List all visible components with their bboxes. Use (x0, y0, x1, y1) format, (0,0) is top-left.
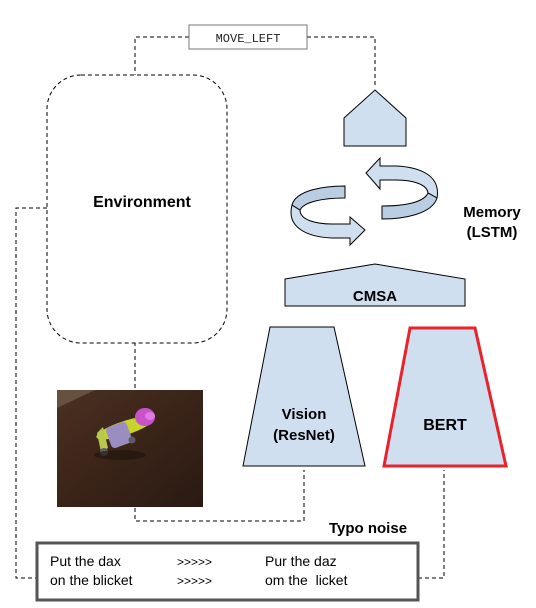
lstm-cycle-icon (290, 156, 438, 247)
memory-label-line2: (LSTM) (467, 224, 518, 241)
action-to-policy-line (307, 36, 376, 88)
cmsa-label: CMSA (353, 288, 397, 305)
typo-arrow-line2: >>>>> (177, 574, 212, 588)
observation-image (57, 390, 203, 507)
typo-original-line1: Put the dax (50, 553, 121, 569)
action-label: MOVE_LEFT (216, 32, 281, 46)
environment-to-typo-line (15, 207, 47, 579)
typo-noisy-line2: om the licket (265, 572, 348, 588)
policy-head (343, 89, 407, 147)
action-to-environment-line (134, 36, 189, 82)
vision-module (242, 326, 366, 467)
typo-to-bert-line (418, 470, 445, 579)
vision-label-line2: (ResNet) (273, 427, 335, 444)
vision-label-line1: Vision (282, 406, 327, 423)
bert-label: BERT (423, 417, 467, 434)
action-box: MOVE_LEFT (188, 24, 308, 50)
typo-original-line2: on the blicket (50, 572, 133, 588)
typo-noise-title: Typo noise (329, 520, 407, 537)
cmsa-block (284, 263, 466, 307)
environment-box (46, 74, 228, 344)
typo-arrow-line1: >>>>> (177, 555, 212, 569)
memory-label-line1: Memory (463, 204, 521, 221)
connectors (15, 36, 445, 579)
typo-noisy-line1: Pur the daz (265, 553, 337, 569)
environment-label: Environment (93, 194, 191, 211)
bert-module (382, 326, 508, 468)
typo-noise-box (35, 541, 420, 602)
